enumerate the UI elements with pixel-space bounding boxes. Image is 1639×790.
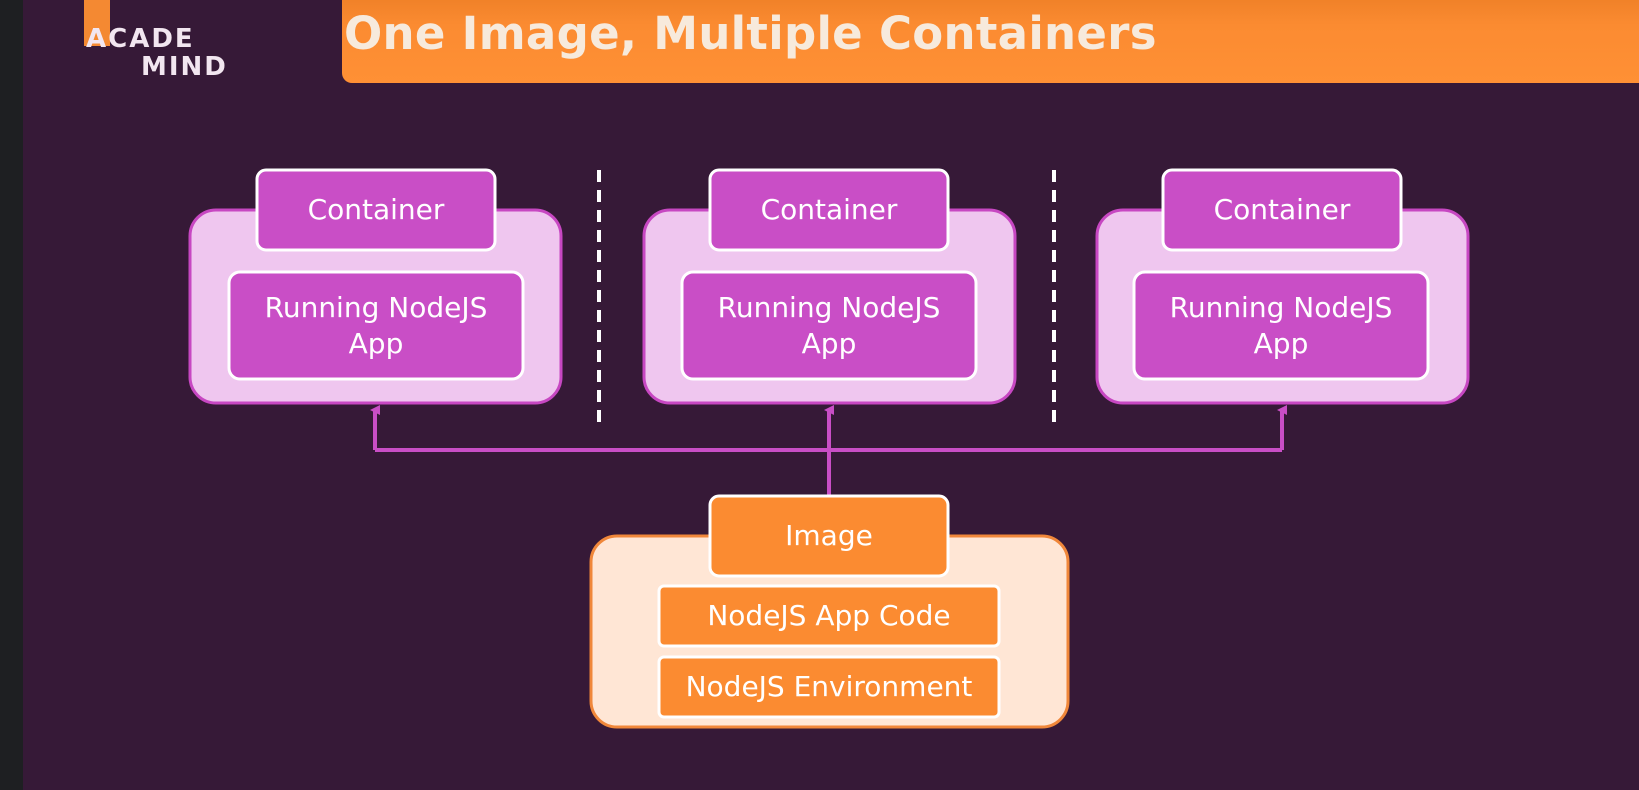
slide-title: One Image, Multiple Containers — [344, 7, 1157, 60]
image-layer-box-1 — [657, 584, 1001, 648]
container-body-box-3 — [1132, 270, 1430, 381]
container-body-box-2 — [680, 270, 978, 381]
image-header-box — [708, 494, 950, 578]
container-body-box-1 — [227, 270, 525, 381]
logo-text-top: ACADE — [86, 24, 195, 54]
image-layer-box-2 — [657, 655, 1001, 719]
container-header-box-3 — [1161, 168, 1403, 252]
container-header-box-1 — [255, 168, 497, 252]
logo-text-bottom: MIND — [141, 52, 228, 82]
logo-bookmark — [84, 0, 110, 46]
container-header-box-2 — [708, 168, 950, 252]
title-bar — [342, 0, 1639, 83]
